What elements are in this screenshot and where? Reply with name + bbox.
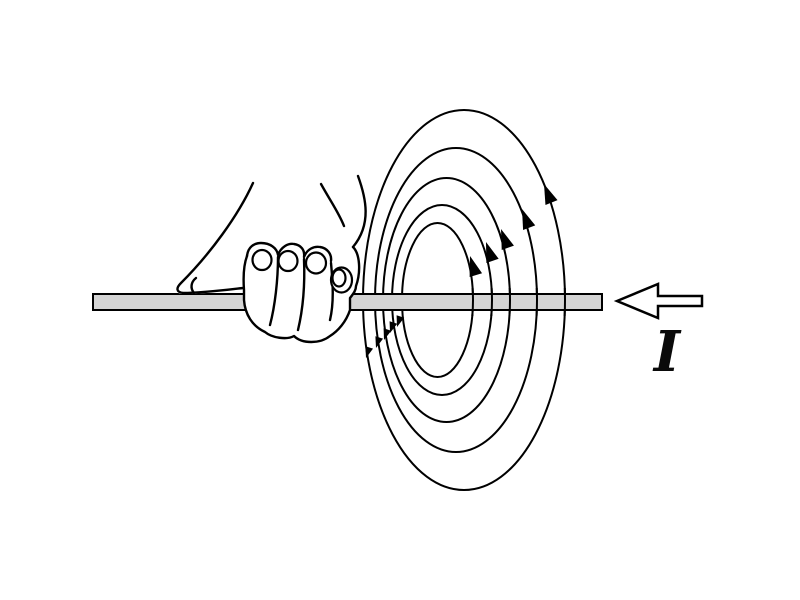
- field-arrowhead: [389, 321, 398, 333]
- field-arrowhead: [375, 336, 384, 348]
- field-line-ellipse-5: [471, 288, 474, 316]
- field-arrowhead: [544, 184, 558, 205]
- field-line-ellipse-3: [508, 288, 511, 316]
- wrist-left-edge: [319, 182, 346, 228]
- field-arrowhead: [469, 256, 483, 278]
- fingernail-pinky: [331, 268, 347, 288]
- thumbnail: [190, 276, 198, 295]
- field-arrowhead: [383, 328, 392, 340]
- field-arrowheads-lower: [365, 315, 405, 358]
- thumb-outline: [176, 181, 255, 295]
- fingernail-1: [251, 248, 273, 272]
- fist-outline: [242, 245, 361, 344]
- field-arrowhead: [486, 242, 499, 264]
- field-line-ellipse-2: [535, 288, 538, 316]
- field-arrowhead: [365, 346, 374, 358]
- current-direction-arrow: [613, 282, 704, 320]
- knuckles: [245, 241, 333, 263]
- field-line-ellipse-1: [563, 288, 566, 316]
- current-arrow-shape: [613, 282, 704, 320]
- finger-gap-3: [328, 261, 334, 322]
- fingernail-3: [304, 251, 328, 275]
- field-arrowhead: [522, 209, 536, 231]
- finger-gap-2: [296, 257, 306, 332]
- right-hand: [175, 174, 367, 344]
- wrist-right-edge: [351, 174, 367, 249]
- field-arrowhead: [396, 315, 405, 327]
- current-label: I: [652, 319, 682, 385]
- field-lines-front: [471, 288, 566, 316]
- field-line-ellipse-4: [490, 288, 493, 316]
- field-arrowheads-upper: [469, 184, 558, 278]
- field-arrowhead: [501, 229, 514, 251]
- fingernail-2: [277, 249, 299, 273]
